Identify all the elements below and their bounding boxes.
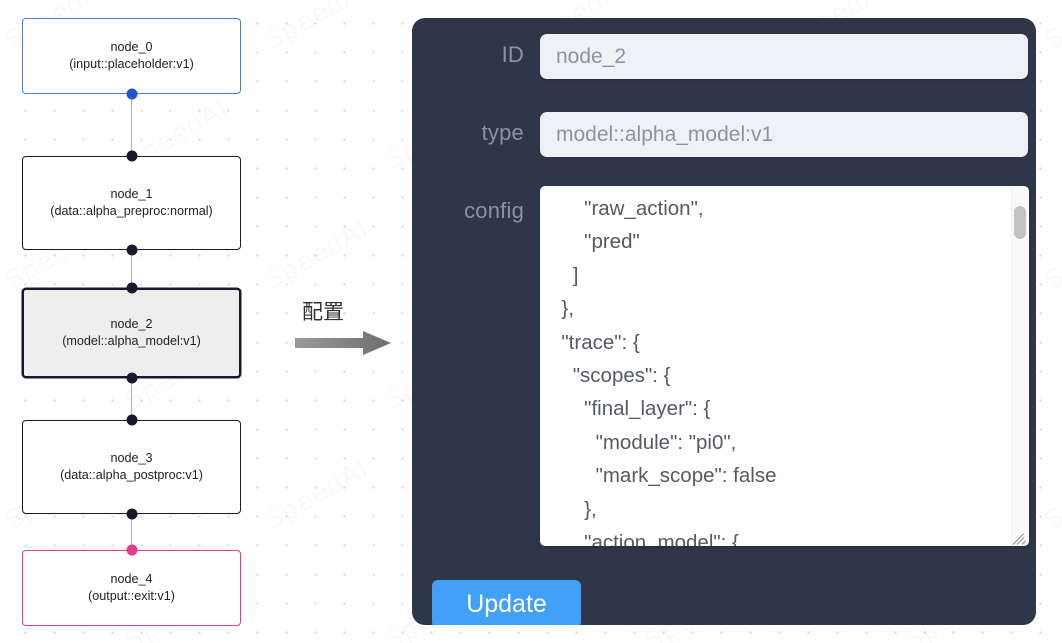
node-subtitle: (model::alpha_model:v1) xyxy=(62,334,201,348)
node-handle-source-node_0[interactable] xyxy=(126,88,137,100)
edge-node_1-node_2[interactable] xyxy=(130,250,133,288)
node-subtitle: (output::exit:v1) xyxy=(88,589,175,603)
config-field-label: config xyxy=(464,198,524,223)
graph-node-node_2[interactable]: node_2(model::alpha_model:v1) xyxy=(22,288,241,378)
node-title: node_1 xyxy=(110,187,153,202)
type-field-label: type xyxy=(481,120,524,145)
node-title: node_0 xyxy=(110,40,153,55)
config-scrollbar[interactable] xyxy=(1011,187,1028,545)
resize-grip-icon[interactable] xyxy=(1012,530,1027,545)
update-button[interactable]: Update xyxy=(432,580,581,625)
node-handle-target-node_4[interactable] xyxy=(126,544,137,556)
node-config-panel: ID type config Update xyxy=(412,18,1036,625)
config-textarea[interactable] xyxy=(540,186,1029,546)
id-input[interactable] xyxy=(540,34,1028,79)
config-scrollbar-thumb[interactable] xyxy=(1014,206,1026,239)
node-text: node_1(data::alpha_preproc:normal) xyxy=(32,186,231,219)
node-text: node_2(model::alpha_model:v1) xyxy=(33,316,230,349)
node-title: node_3 xyxy=(110,451,153,466)
arrow-label: 配置 xyxy=(302,300,344,324)
node-handle-target-node_2[interactable] xyxy=(126,282,137,294)
graph-node-node_1[interactable]: node_1(data::alpha_preproc:normal) xyxy=(22,156,241,250)
node-handle-target-node_1[interactable] xyxy=(126,150,137,162)
node-text: node_4(output::exit:v1) xyxy=(32,571,231,604)
graph-node-node_0[interactable]: node_0(input::placeholder:v1) xyxy=(22,18,241,94)
node-text: node_3(data::alpha_postproc:v1) xyxy=(32,450,231,483)
config-textarea-container xyxy=(540,186,1029,546)
type-input[interactable] xyxy=(540,112,1028,157)
id-field-label: ID xyxy=(501,42,524,67)
node-handle-source-node_1[interactable] xyxy=(126,244,137,256)
graph-node-node_4[interactable]: node_4(output::exit:v1) xyxy=(22,550,241,626)
node-subtitle: (input::placeholder:v1) xyxy=(69,57,194,71)
edge-node_3-node_4[interactable] xyxy=(130,514,133,550)
edge-node_2-node_3[interactable] xyxy=(130,378,133,420)
node-text: node_0(input::placeholder:v1) xyxy=(32,39,231,72)
graph-node-node_3[interactable]: node_3(data::alpha_postproc:v1) xyxy=(22,420,241,514)
node-title: node_4 xyxy=(110,572,153,587)
node-handle-source-node_2[interactable] xyxy=(126,372,137,384)
configure-arrow-annotation: 配置 xyxy=(295,296,395,358)
edge-node_0-node_1[interactable] xyxy=(130,94,133,156)
node-subtitle: (data::alpha_postproc:v1) xyxy=(60,468,203,482)
node-subtitle: (data::alpha_preproc:normal) xyxy=(50,204,213,218)
node-title: node_2 xyxy=(110,317,153,332)
node-handle-source-node_3[interactable] xyxy=(126,508,137,520)
node-handle-target-node_3[interactable] xyxy=(126,414,137,426)
arrow-icon xyxy=(295,330,392,361)
